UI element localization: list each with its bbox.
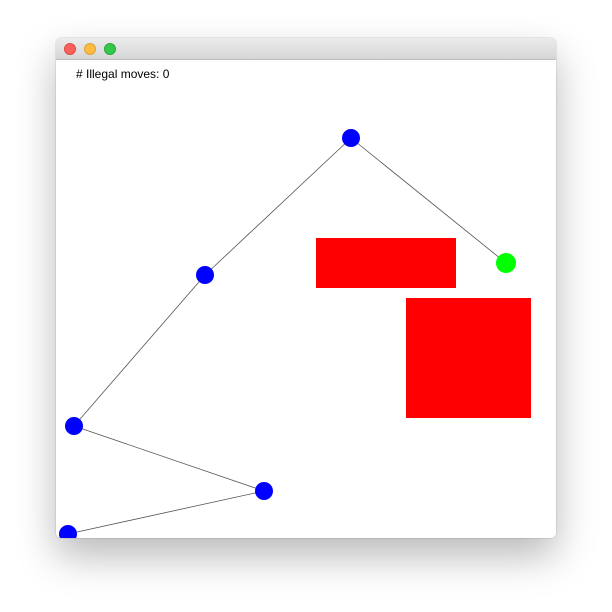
title-bar[interactable] xyxy=(56,38,556,60)
goal-marker[interactable] xyxy=(496,253,516,273)
maximize-window-button[interactable] xyxy=(104,43,116,55)
obstacle-top xyxy=(316,238,456,288)
arm-joint[interactable] xyxy=(59,525,77,538)
close-window-button[interactable] xyxy=(64,43,76,55)
minimize-window-button[interactable] xyxy=(84,43,96,55)
arm-link-1 xyxy=(67,490,265,535)
arm-link-2 xyxy=(73,425,265,492)
arm-link-5 xyxy=(350,137,507,264)
app-window: # Illegal moves: 0 xyxy=(56,38,556,538)
arm-link-3 xyxy=(73,274,206,427)
arm-joint[interactable] xyxy=(255,482,273,500)
arm-joint[interactable] xyxy=(196,266,214,284)
arm-joint[interactable] xyxy=(65,417,83,435)
obstacle-bottom xyxy=(406,298,531,418)
arm-link-4 xyxy=(204,137,352,276)
illegal-moves-counter: # Illegal moves: 0 xyxy=(76,67,170,81)
canvas-area[interactable]: # Illegal moves: 0 xyxy=(56,60,556,538)
robot-arm-scene[interactable] xyxy=(56,60,556,538)
arm-joint[interactable] xyxy=(342,129,360,147)
